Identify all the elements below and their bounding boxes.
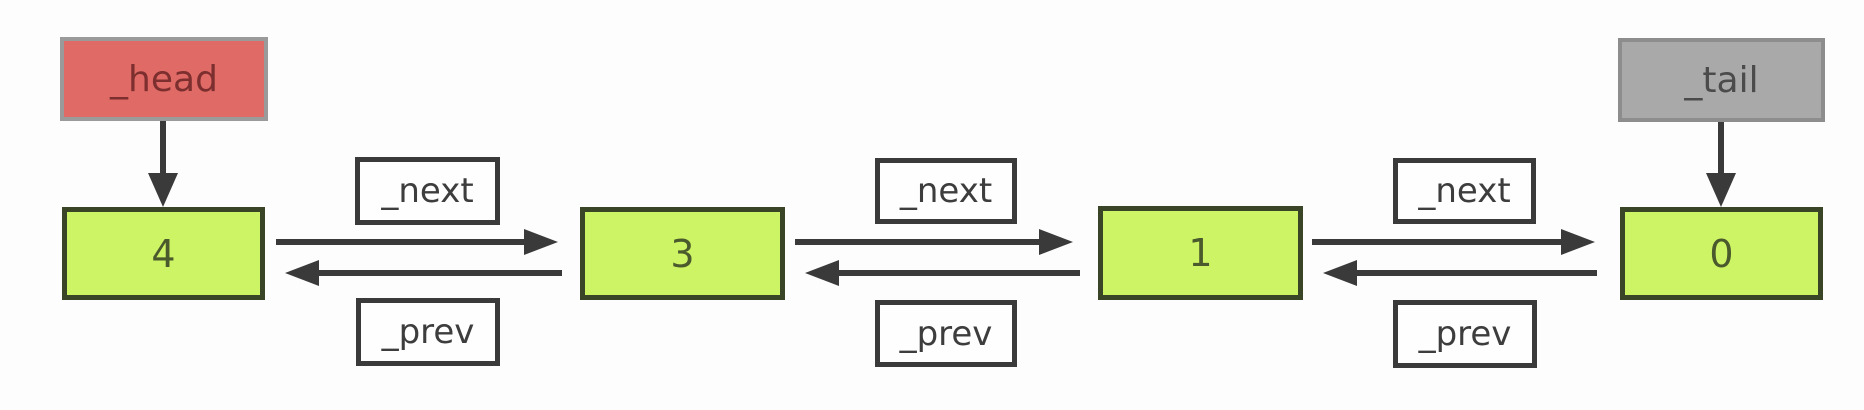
list-node-4: 4 [62, 207, 265, 300]
head-arrow-down-icon [148, 173, 178, 207]
list-node-3: 3 [580, 207, 785, 300]
next-arrow-right-icon [524, 229, 558, 255]
prev-arrow-left-icon [285, 260, 319, 286]
head-pointer-box: _head [60, 37, 268, 121]
next-arrow-right-icon [1039, 229, 1073, 255]
next-arrow-right-icon [1561, 229, 1595, 255]
prev-label-box: _prev [1393, 300, 1537, 368]
next-arrow-shaft [795, 239, 1041, 245]
prev-arrow-left-icon [1323, 260, 1357, 286]
next-arrow-shaft [276, 239, 526, 245]
prev-arrow-shaft [837, 270, 1080, 276]
prev-label-box: _prev [875, 300, 1017, 367]
prev-label-box: _prev [356, 298, 500, 366]
head-arrow-shaft [160, 121, 166, 179]
next-label-box: _next [355, 157, 500, 225]
tail-arrow-shaft [1718, 122, 1724, 179]
tail-pointer-box: _tail [1618, 38, 1825, 122]
list-node-1: 1 [1098, 206, 1303, 300]
next-label-box: _next [875, 158, 1017, 224]
list-node-0: 0 [1620, 207, 1823, 300]
prev-arrow-left-icon [805, 260, 839, 286]
prev-arrow-shaft [317, 270, 562, 276]
next-arrow-shaft [1312, 239, 1563, 245]
prev-arrow-shaft [1355, 270, 1597, 276]
tail-arrow-down-icon [1706, 173, 1736, 207]
next-label-box: _next [1393, 158, 1536, 224]
